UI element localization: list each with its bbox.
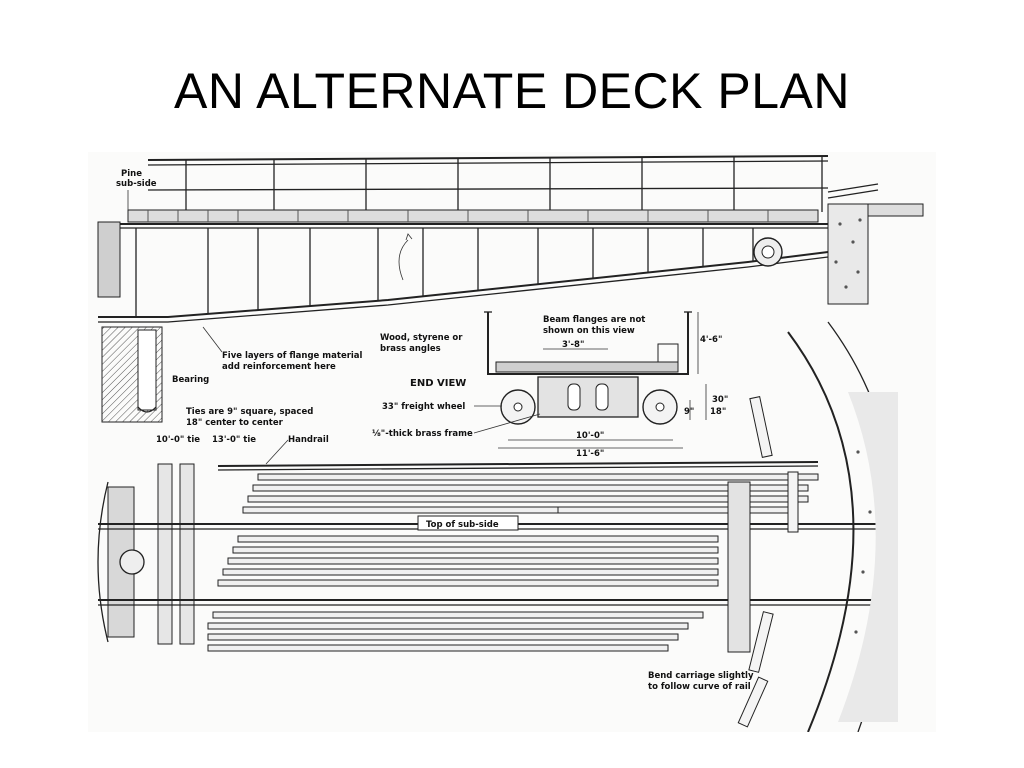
label-ties-2: 18" center to center	[186, 418, 284, 428]
label-end-view: END VIEW	[410, 378, 466, 389]
side-elevation	[97, 155, 924, 423]
deck-plan-svg: Pine sub-side Bearing Five layers of fla…	[97, 155, 924, 732]
label-flange-2: add reinforcement here	[222, 362, 336, 372]
label-pine: Pine	[121, 169, 142, 179]
label-bearing: Bearing	[172, 375, 209, 385]
label-ties-1: Ties are 9" square, spaced	[186, 407, 313, 417]
slide-title: AN ALTERNATE DECK PLAN	[174, 63, 850, 119]
label-dim-10-0: 10'-0"	[576, 431, 604, 441]
label-beam-flanges-2: shown on this view	[543, 326, 635, 336]
label-freight-wheel: 33" freight wheel	[382, 402, 465, 412]
plan-view	[97, 321, 898, 732]
label-sub-side: sub-side	[116, 179, 157, 189]
label-dim-4-6: 4'-6"	[700, 335, 722, 345]
label-dim-18: 18"	[710, 407, 726, 417]
label-bend-carriage-2: to follow curve of rail	[648, 682, 751, 692]
label-dim-9: 9"	[684, 407, 694, 417]
label-brass-frame: ⅛"-thick brass frame	[372, 429, 473, 439]
label-bend-carriage-1: Bend carriage slightly	[648, 671, 754, 681]
label-top-sub-side: Top of sub-side	[426, 520, 499, 530]
label-dim-11-6: 11'-6"	[576, 449, 604, 459]
label-angles-1: Wood, styrene or	[380, 333, 463, 343]
label-angles-2: brass angles	[380, 344, 441, 354]
label-flange-1: Five layers of flange material	[222, 351, 363, 361]
label-tie-10: 10'-0" tie	[156, 435, 200, 445]
label-beam-flanges-1: Beam flanges are not	[543, 315, 645, 325]
label-dim-3-8: 3'-8"	[562, 340, 584, 350]
label-tie-13: 13'-0" tie	[212, 435, 256, 445]
deck-plan-drawing: Pine sub-side Bearing Five layers of fla…	[88, 152, 936, 732]
label-handrail: Handrail	[288, 435, 329, 445]
end-view	[484, 311, 707, 449]
label-dim-30: 30"	[712, 395, 728, 405]
